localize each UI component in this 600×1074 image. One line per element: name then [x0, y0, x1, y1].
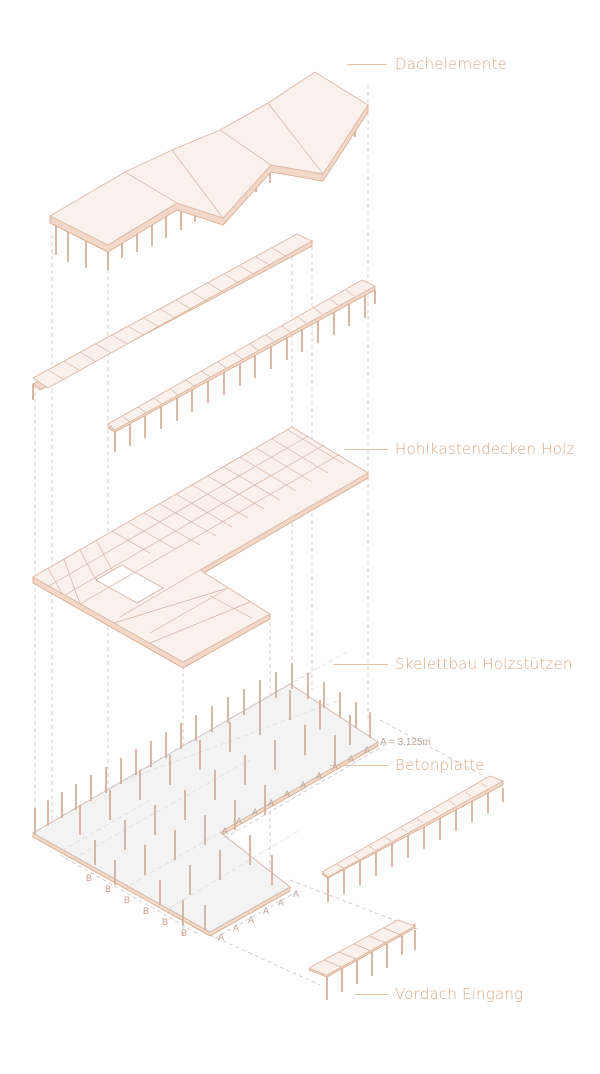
dim-b: B — [86, 873, 93, 883]
leader-canopy — [355, 994, 388, 995]
dim-a: A — [332, 762, 339, 772]
dim-b: B — [105, 884, 112, 894]
dim-a: A — [218, 932, 225, 942]
dim-a: A — [236, 816, 243, 826]
roof-elements — [49, 71, 369, 270]
dim-a: A — [252, 807, 259, 817]
canopy-strip — [321, 775, 505, 902]
dim-a: A — [268, 798, 275, 808]
concrete-base-plate — [32, 649, 386, 939]
dim-a: A — [248, 915, 255, 925]
hollow-box-slab — [32, 426, 369, 669]
dim-a: A — [316, 771, 323, 781]
label-concrete-plate: Betonplatte — [395, 756, 485, 774]
dim-a: A — [263, 906, 270, 916]
dim-a: A — [278, 898, 285, 908]
dim-a: A — [300, 780, 307, 790]
dim-b: B — [181, 928, 188, 938]
label-timber-skeleton: Skelettbau Holzstützen — [395, 655, 573, 673]
dim-b: B — [143, 906, 150, 916]
upper-slab-strip — [32, 233, 313, 400]
dim-b: B — [124, 895, 131, 905]
dim-a: A — [222, 826, 229, 836]
dim-a: A — [233, 923, 240, 933]
leader-base — [330, 765, 388, 766]
label-roof-elements: Dachelemente — [395, 55, 507, 73]
column-strip — [107, 279, 376, 452]
dim-a: A — [348, 754, 355, 764]
label-hollow-box-slabs: Hohlkastendecken Holz — [395, 440, 575, 458]
entrance-canopy — [307, 919, 417, 1000]
dim-a: A — [364, 745, 371, 755]
leader-slabs — [345, 449, 388, 450]
leader-roof — [347, 64, 387, 65]
leader-skeleton — [333, 664, 388, 665]
dim-b: B — [162, 917, 169, 927]
dim-a: A — [284, 789, 291, 799]
dim-a: A — [293, 889, 300, 899]
dimension-note: A = 3.125m — [380, 737, 431, 748]
label-entrance-canopy: Vordach Eingang — [395, 985, 524, 1003]
